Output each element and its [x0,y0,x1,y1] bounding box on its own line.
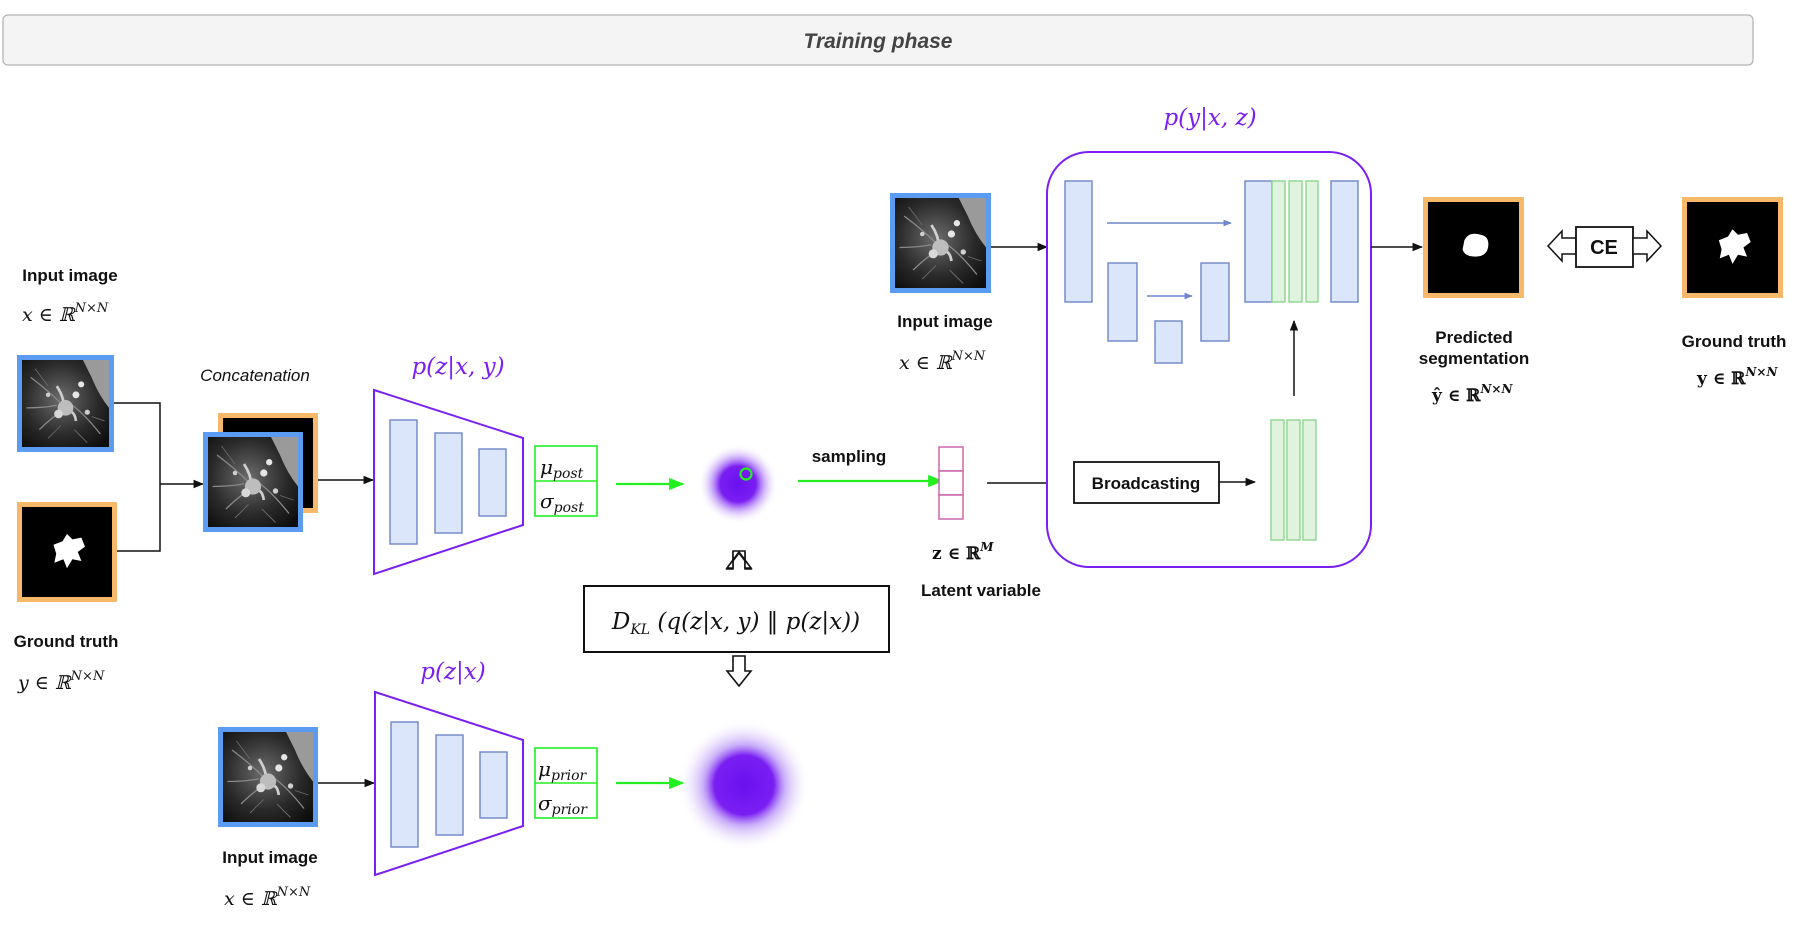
prior-branch: Input image x ∈ ℝN×N p(z|x) μprior σprio… [218,659,810,910]
broadcast-features [1270,419,1317,541]
posterior-distribution-blob [698,444,778,524]
unet-layer [1244,180,1273,303]
unet-layer [1064,180,1093,303]
unet-layer [1107,262,1138,342]
latent-sampling: sampling z ∈ ℝM Latent variable [798,446,1075,600]
broadcasting-label: Broadcasting [1092,474,1201,493]
ce-right-arrow-icon [1632,229,1663,263]
concatenation-label: Concatenation [200,366,310,385]
encoder-layer [434,432,463,534]
decoder-input-label: Input image [897,312,992,331]
decoder-branch: p(y|x, z) Input image x ∈ ℝN×N Broadcast… [890,105,1424,568]
decoder-input-image [890,193,991,293]
unet [1064,180,1359,364]
concatenated-images [203,413,318,532]
ce-loss: CE [1546,226,1663,268]
unet-feature-channel [1288,180,1303,303]
prior-distribution-blob [678,719,810,851]
sampling-label: sampling [812,447,887,466]
ce-label: CE [1590,237,1618,259]
sample-point-icon [739,467,753,481]
encoder-layer [435,734,464,836]
decoder-input-math: x ∈ ℝN×N [899,349,986,374]
kl-down-arrow-icon [725,655,753,688]
prior-input-image [218,727,318,827]
output-branch: Predicted segmentation ŷ ∈ ℝN×N CE Groun… [1419,197,1787,406]
latent-vector [938,446,964,520]
unet-feature-channel [1271,180,1286,303]
posterior-mu: μpost [540,455,584,482]
prior-mu: μprior [538,757,588,784]
prior-input-math: x ∈ ℝN×N [224,885,311,910]
decoder-unet-box [1046,151,1372,568]
unet-layer [1154,320,1183,364]
kl-formula: DKL (q(z|x, y) ‖ p(z|x)) [611,609,860,638]
posterior-gt-math: y ∈ ℝN×N [17,669,105,694]
unet-layer [1330,180,1359,303]
posterior-input-image [17,355,114,452]
broadcasting-box [1073,461,1220,504]
merge-connector [114,402,161,552]
latent-variable-label: Latent variable [921,581,1041,600]
posterior-ground-truth-image [17,502,117,602]
prior-sigma: σprior [538,791,588,818]
encoder-layer [479,751,508,819]
predicted-label-line2: segmentation [1419,349,1530,368]
prior-params-box: μprior σprior [534,747,598,819]
predicted-math: ŷ ∈ ℝN×N [1431,382,1513,406]
predicted-label-line1: Predicted [1435,328,1512,347]
ce-left-arrow-icon [1546,229,1577,263]
training-phase-header: Training phase [2,14,1754,66]
latent-math: z ∈ ℝM [932,540,994,564]
kl-divergence: DKL (q(z|x, y) ‖ p(z|x)) [583,550,890,688]
prior-encoder [374,690,524,877]
prior-encoder-title: p(z|x) [420,659,486,685]
encoder-layer [478,448,507,517]
output-gt-math: y ∈ ℝN×N [1696,365,1778,389]
posterior-branch: Input image x ∈ ℝN×N Ground truth y ∈ ℝN… [14,266,778,694]
encoder-layer [389,419,418,545]
posterior-gt-label: Ground truth [14,632,119,651]
output-ground-truth-image [1682,197,1783,298]
posterior-params-box: μpost σpost [534,445,598,517]
posterior-sigma: σpost [540,489,584,516]
unet-feature-channel [1305,180,1319,303]
posterior-input-math: x ∈ ℝN×N [22,301,109,326]
posterior-encoder [373,388,524,576]
prior-input-label: Input image [222,848,317,867]
posterior-input-label: Input image [22,266,117,285]
posterior-encoder-title: p(z|x, y) [411,354,504,380]
decoder-title: p(y|x, z) [1163,105,1256,131]
header-title: Training phase [804,30,953,53]
encoder-layer [390,721,419,848]
output-gt-label: Ground truth [1682,332,1787,351]
predicted-segmentation-image [1423,197,1524,298]
unet-layer [1200,262,1230,342]
